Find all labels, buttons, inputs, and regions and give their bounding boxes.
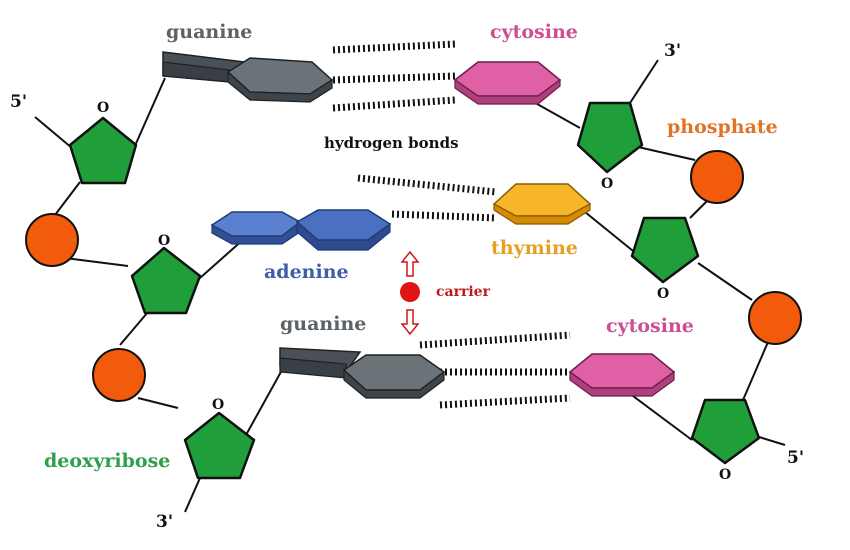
- phosphate-right-1: [690, 150, 744, 204]
- label-phosphate: phosphate: [667, 116, 778, 138]
- guanine-base-top: [162, 51, 334, 103]
- label-oxygen-3: O: [212, 397, 224, 413]
- sugar-left-3: [183, 411, 256, 480]
- carrier-dot: [400, 282, 420, 302]
- phosphate-left-1: [25, 213, 79, 267]
- sugar-right-3: [690, 398, 761, 465]
- hydrogen-bond-set-top: [332, 40, 456, 112]
- label-guanine-bottom: guanine: [280, 313, 366, 335]
- thymine-base: [492, 183, 592, 225]
- carrier-marker: [400, 250, 420, 336]
- label-carrier: carrier: [436, 284, 491, 300]
- label-3prime-bottom-left: 3': [156, 512, 173, 532]
- label-guanine-top: guanine: [166, 21, 252, 43]
- hydrogen-bond-set-middle: [357, 174, 497, 222]
- label-cytosine-bottom: cytosine: [606, 315, 694, 337]
- phosphate-left-2: [92, 348, 146, 402]
- guanine-base-bottom: [279, 347, 446, 399]
- label-oxygen-6: O: [719, 467, 731, 483]
- hydrogen-bond-set-bottom: [419, 331, 571, 409]
- label-thymine: thymine: [491, 237, 578, 259]
- label-oxygen-2: O: [158, 233, 170, 249]
- phosphate-groups: [25, 150, 802, 402]
- label-oxygen-1: O: [97, 100, 109, 116]
- cytosine-base-bottom: [568, 353, 676, 397]
- label-oxygen-4: O: [601, 176, 613, 192]
- label-hydrogen-bonds: hydrogen bonds: [324, 134, 459, 152]
- sugar-left-1: [68, 116, 138, 185]
- label-5prime-top-left: 5': [10, 92, 27, 112]
- phosphate-right-2: [748, 291, 802, 345]
- sugar-right-2: [630, 216, 700, 284]
- cytosine-base-top: [453, 61, 562, 105]
- backbone-lines: [34, 59, 786, 513]
- sugar-right-1: [576, 101, 644, 174]
- label-oxygen-5: O: [657, 286, 669, 302]
- adenine-base: [210, 209, 392, 251]
- label-adenine: adenine: [264, 261, 349, 283]
- deoxyribose-sugars: [68, 101, 761, 480]
- label-5prime-bottom-right: 5': [787, 448, 804, 468]
- label-3prime-top-right: 3': [664, 41, 681, 61]
- label-cytosine-top: cytosine: [490, 21, 578, 43]
- label-deoxyribose: deoxyribose: [44, 450, 170, 472]
- sugar-left-2: [130, 246, 202, 315]
